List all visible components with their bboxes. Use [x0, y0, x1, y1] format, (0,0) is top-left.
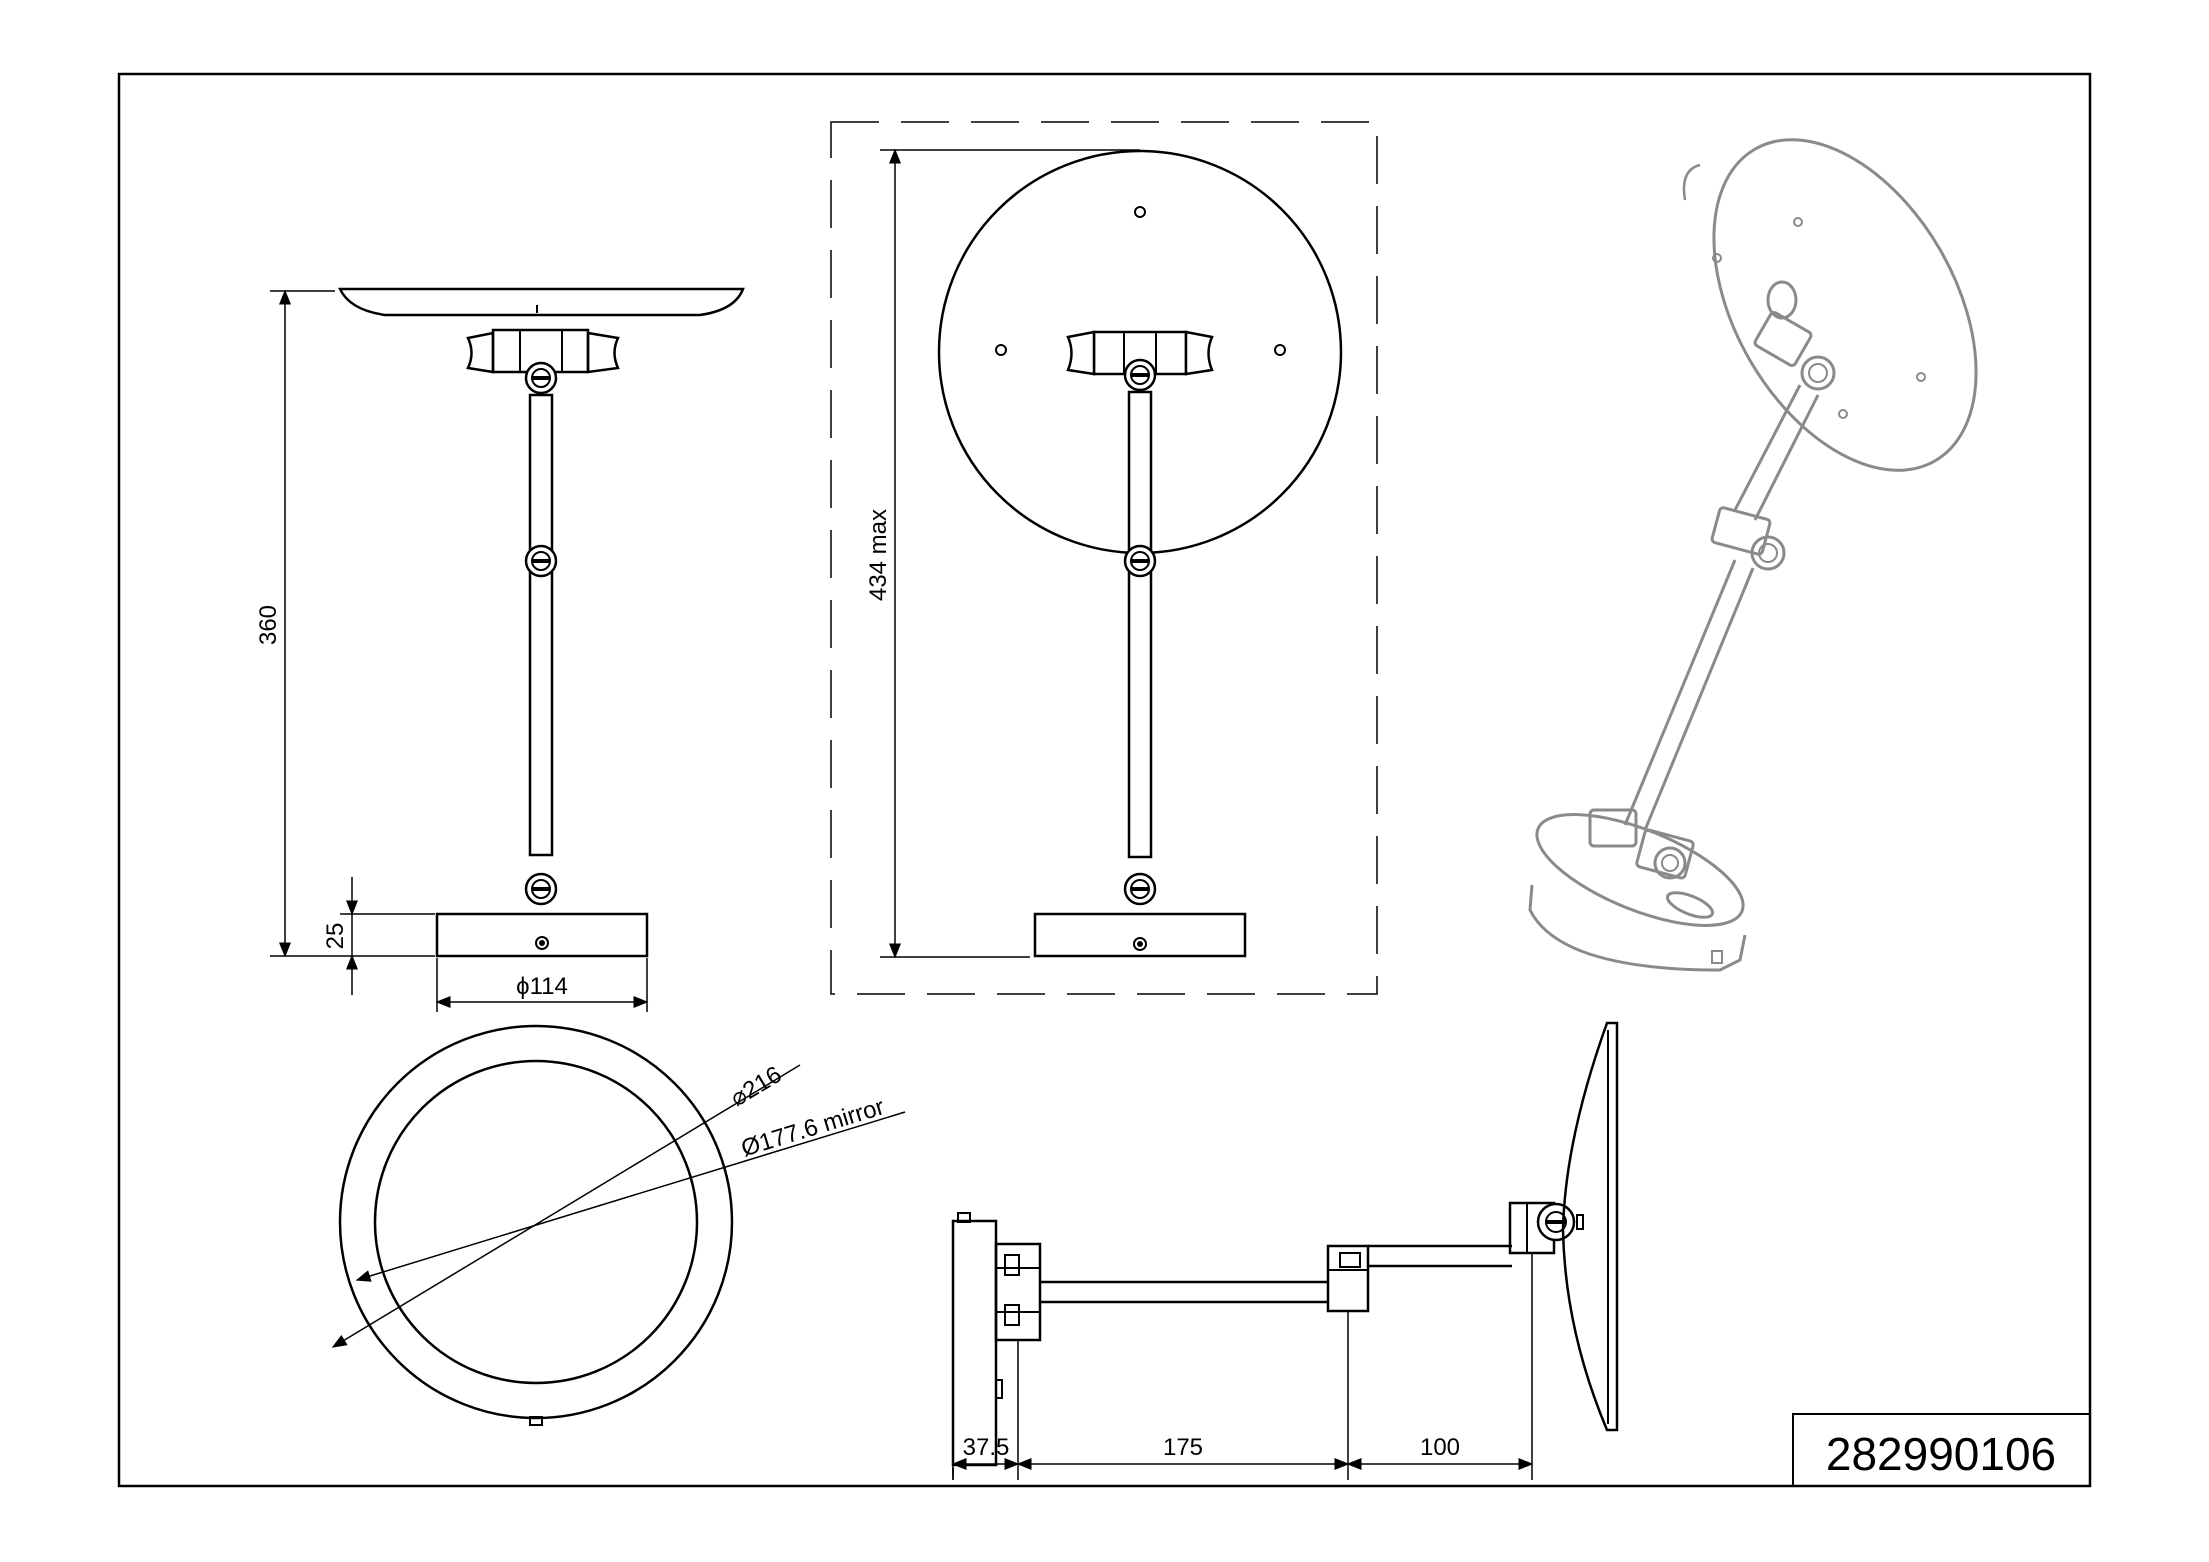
dim-outer-diameter: ⌀216	[726, 1061, 787, 1112]
mirror-face-view: ⌀216 Ø177.6 mirror	[331, 1024, 906, 1426]
drawing-border	[117, 72, 2092, 1488]
dim-mirror-diameter: Ø177.6 mirror	[738, 1093, 887, 1162]
top-view: 37.5 175 100	[951, 1021, 1619, 1480]
title-block: 282990106	[1792, 1413, 2091, 1487]
dim-arm-length-2: 100	[1420, 1434, 1460, 1461]
dim-wall-offset: 37.5	[963, 1434, 1010, 1461]
dim-arm-length-1: 175	[1163, 1434, 1203, 1461]
isometric-view	[1528, 138, 1978, 972]
side-view: 360 25 ϕ114	[255, 287, 745, 1012]
dim-base-height: 25	[322, 923, 349, 950]
dim-overall-height: 360	[255, 605, 282, 645]
dim-max-height: 434 max	[865, 509, 892, 601]
part-number: 282990106	[1826, 1428, 2056, 1480]
dim-base-diameter: ϕ114	[516, 973, 568, 1000]
front-view: 434 max	[830, 121, 1378, 995]
